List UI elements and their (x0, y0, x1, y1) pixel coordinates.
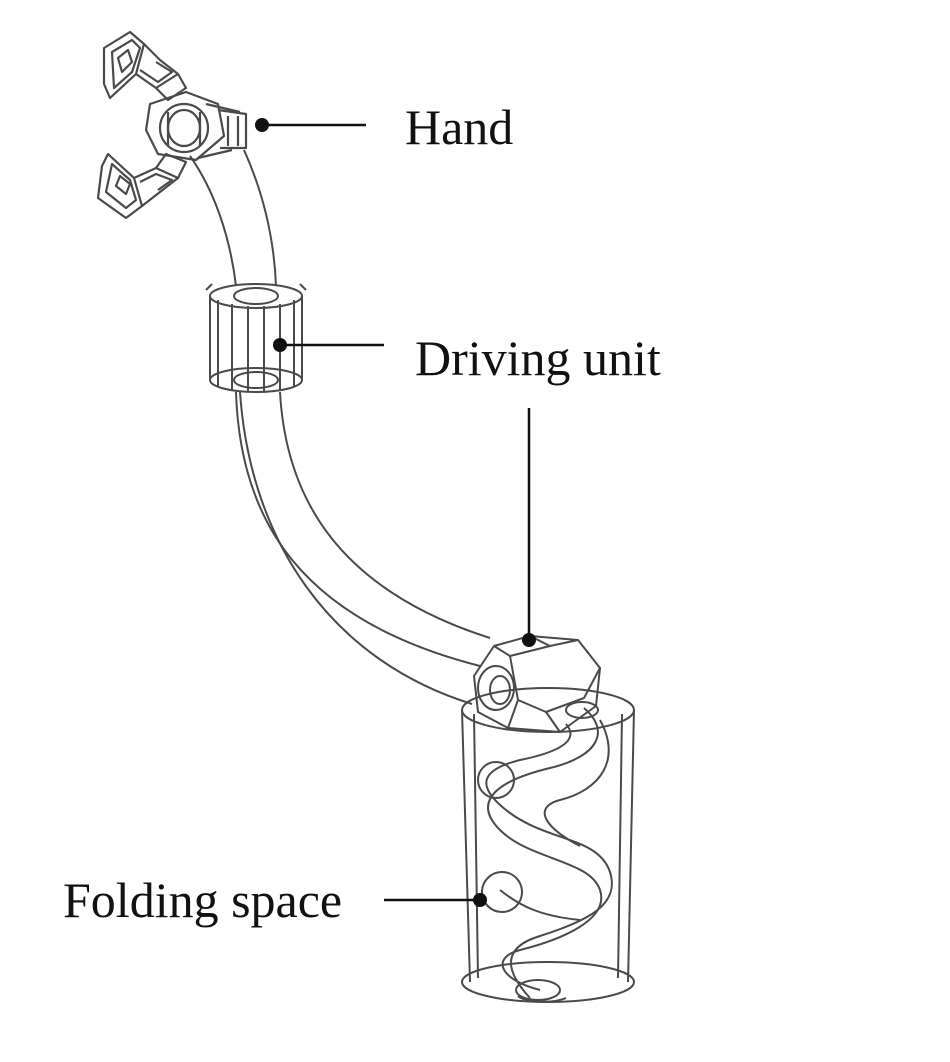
wrist-block (144, 90, 248, 162)
driving-unit-vertical-dot (522, 633, 536, 647)
lower-finger (96, 152, 188, 220)
helix-tube (477, 701, 613, 1003)
driving-unit-leader-dot (273, 338, 287, 352)
tube-lower (235, 391, 491, 705)
folding-space-leader-dot (473, 893, 487, 907)
driving-unit-body (205, 283, 307, 393)
upper-finger (102, 30, 188, 102)
tube-upper (189, 149, 277, 287)
hand-leader-dot (255, 118, 269, 132)
folding-space-cylinder (461, 687, 635, 1003)
folding-space-label: Folding space (63, 872, 343, 928)
driving-unit-label: Driving unit (415, 330, 661, 386)
hand-gripper (96, 30, 248, 220)
hand-label: Hand (405, 99, 514, 155)
leader-lines (255, 118, 536, 907)
